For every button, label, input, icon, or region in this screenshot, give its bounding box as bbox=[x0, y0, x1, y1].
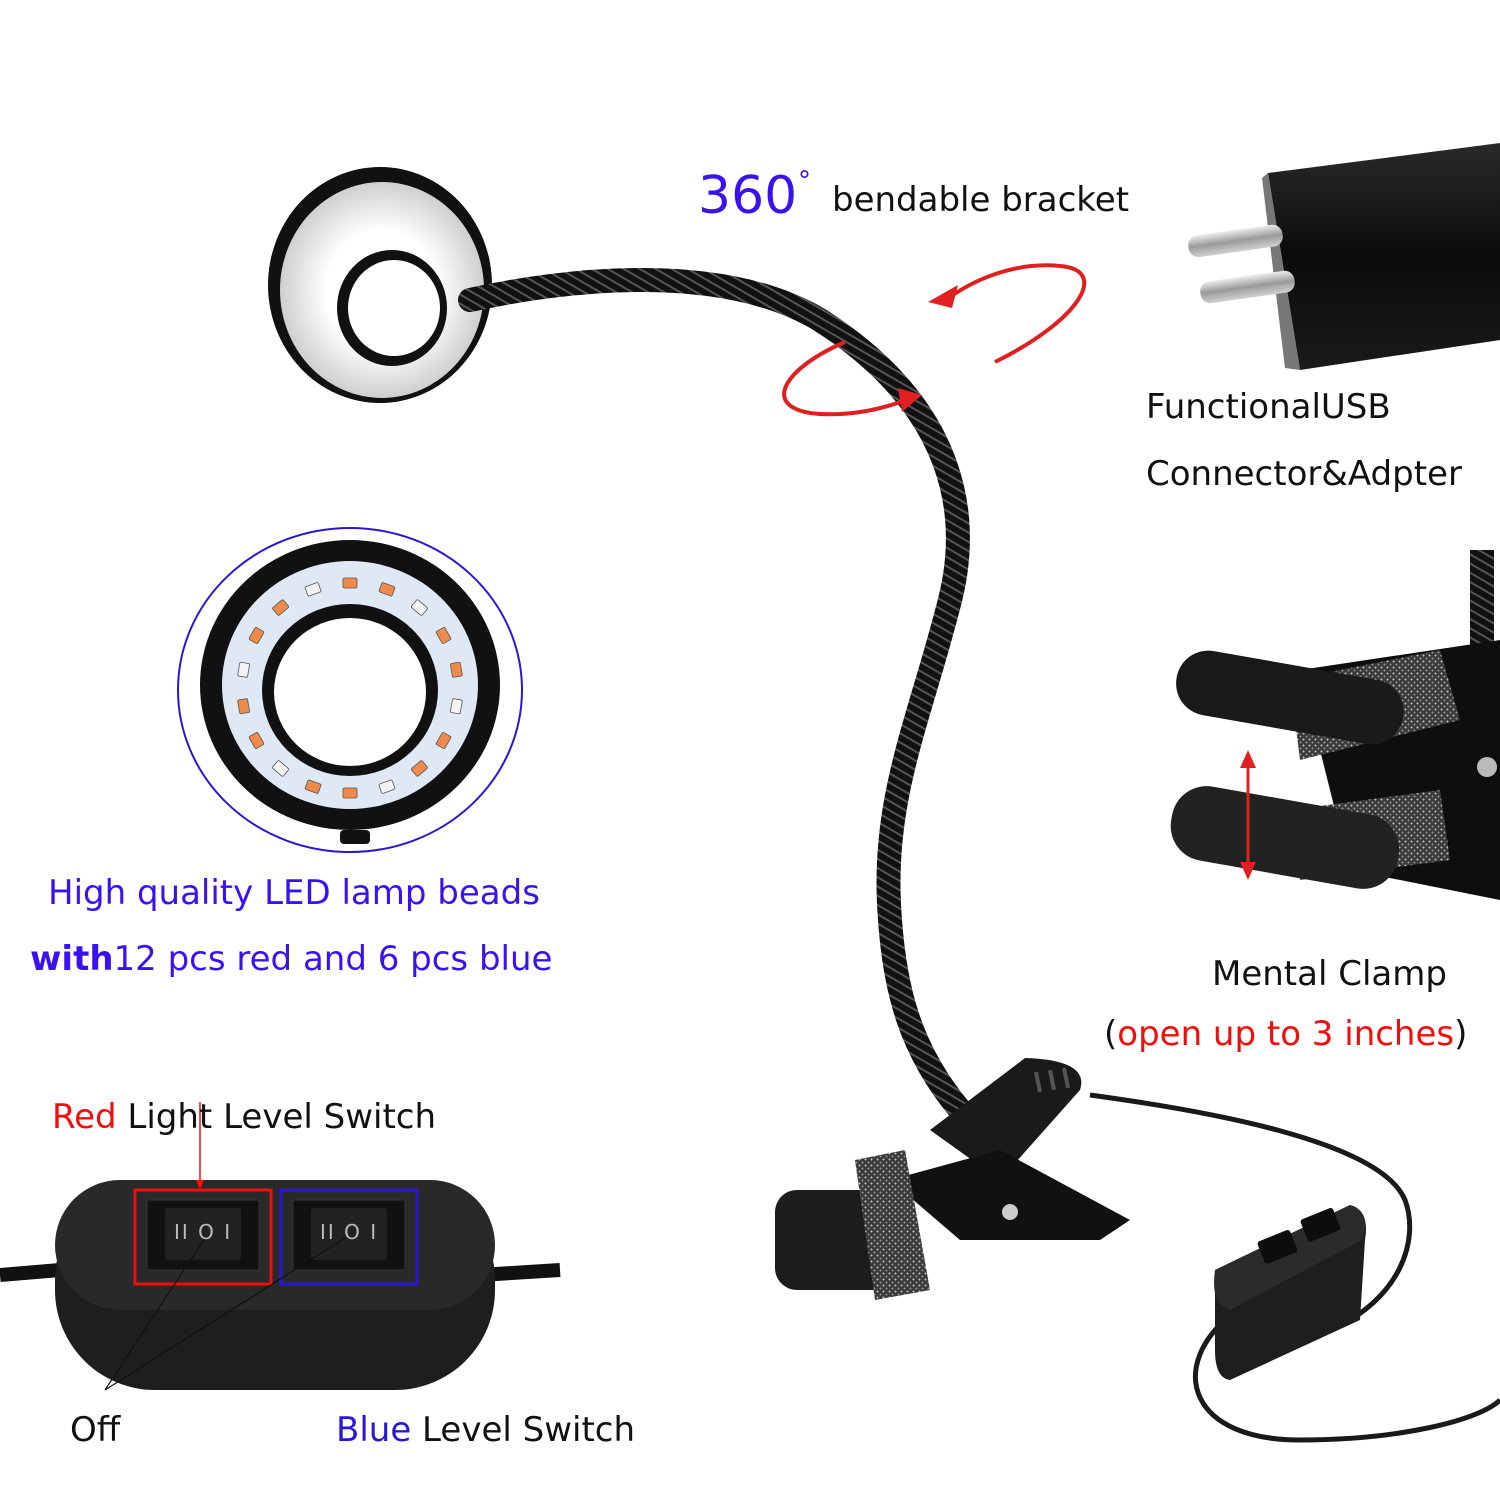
red-switch-word: Red bbox=[52, 1097, 117, 1137]
led-bead-red bbox=[450, 661, 463, 678]
led-ring-detail bbox=[177, 527, 523, 853]
off-label: Off bbox=[70, 1410, 121, 1450]
led-bead-red bbox=[435, 627, 452, 644]
led-bead-red bbox=[272, 599, 289, 616]
red-switch-label: Red Light Level Switch bbox=[52, 1100, 436, 1134]
degree-symbol: ° bbox=[798, 166, 811, 196]
led-bead-blue bbox=[411, 599, 428, 616]
led-bead-blue bbox=[450, 698, 463, 715]
clamp-detail bbox=[1170, 550, 1500, 900]
inline-switch bbox=[1214, 1205, 1366, 1380]
double-arrow-icon bbox=[1240, 750, 1256, 880]
led-bead-blue bbox=[378, 779, 396, 794]
led-caption-line2: with12 pcs red and 6 pcs blue bbox=[30, 942, 552, 976]
clamp-close-paren: ) bbox=[1454, 1014, 1468, 1054]
led-bead-red bbox=[248, 627, 265, 644]
led-caption-line1: High quality LED lamp beads bbox=[48, 873, 540, 913]
led-caption-counts: 12 pcs red and 6 pcs blue bbox=[113, 939, 553, 979]
switch-box-closeup bbox=[0, 1102, 561, 1391]
blue-switch-rest: Level Switch bbox=[411, 1410, 636, 1450]
power-cable bbox=[1089, 1092, 1500, 1443]
bracket-caption: bendable bracket bbox=[832, 180, 1130, 220]
blue-switch-word: Blue bbox=[336, 1410, 412, 1450]
led-bead-red bbox=[237, 698, 250, 715]
led-bead-red bbox=[248, 732, 265, 749]
base-clip bbox=[775, 1058, 1130, 1300]
led-bead-red bbox=[378, 582, 396, 597]
red-switch-rest: Light Level Switch bbox=[116, 1097, 437, 1137]
clamp-detail-line: (open up to 3 inches) bbox=[1104, 1017, 1467, 1051]
led-bead-blue bbox=[304, 582, 322, 597]
clamp-detail: open up to 3 inches bbox=[1117, 1014, 1455, 1054]
led-bead-red bbox=[342, 577, 358, 589]
led-bead-red bbox=[435, 732, 452, 749]
rotate-arrows-icon bbox=[782, 263, 1087, 417]
adapter-caption-line1: FunctionalUSB bbox=[1146, 387, 1391, 427]
clamp-open-paren: ( bbox=[1104, 1014, 1118, 1054]
led-bead-blue bbox=[272, 760, 289, 777]
blue-rocker-symbol[interactable]: II O I bbox=[320, 1220, 379, 1244]
red-rocker-symbol[interactable]: II O I bbox=[174, 1220, 233, 1244]
led-bead-red bbox=[411, 760, 428, 777]
led-bead-red bbox=[304, 779, 322, 794]
led-bead-red bbox=[342, 787, 358, 799]
adapter-caption-line2: Connector&Adpter bbox=[1146, 454, 1462, 494]
bracket-degrees: 360 bbox=[698, 166, 798, 226]
led-caption-with: with bbox=[30, 939, 114, 979]
blue-switch-label: Blue Level Switch bbox=[336, 1413, 635, 1447]
clamp-title: Mental Clamp bbox=[1212, 954, 1447, 994]
usb-adapter bbox=[1188, 143, 1500, 370]
gooseneck-arm bbox=[458, 268, 972, 1122]
lamp-head bbox=[268, 167, 492, 403]
led-bead-blue bbox=[237, 661, 250, 678]
